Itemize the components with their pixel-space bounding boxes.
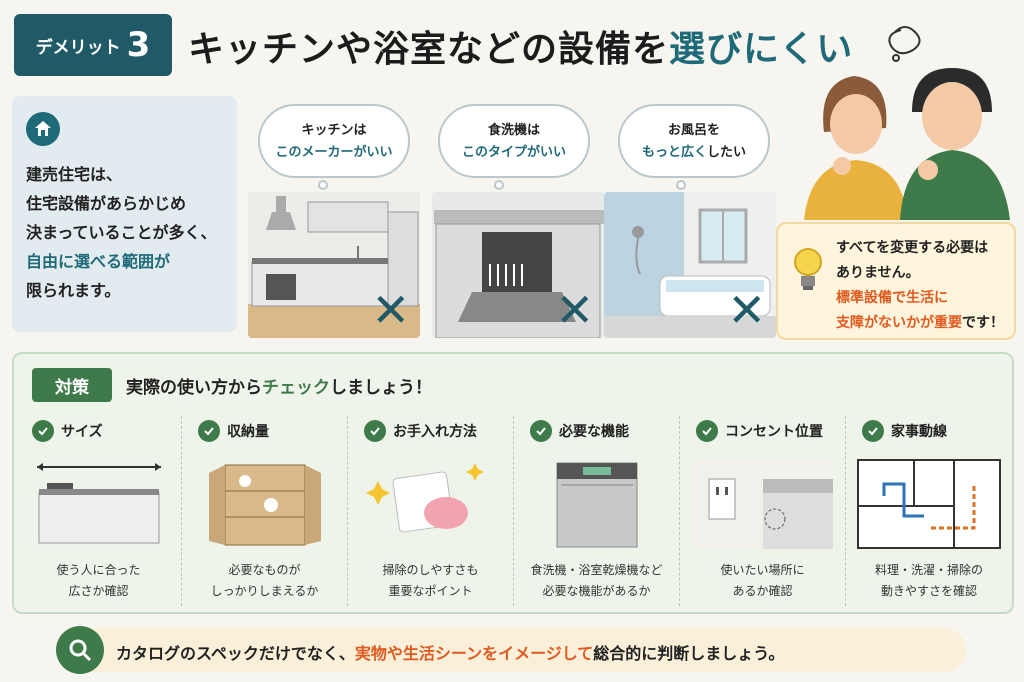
check-item-label: 収納量 xyxy=(227,424,269,440)
intro-line: 建売住宅は、 xyxy=(26,165,123,184)
tip-line: すべてを変更する必要は xyxy=(836,240,989,256)
intro-line: 住宅設備があらかじめ xyxy=(26,194,187,213)
wish-bubble-kitchen: キッチンは このメーカーがいい xyxy=(258,104,410,178)
wish-bubble-bath: お風呂を もっと広くしたい xyxy=(618,104,770,178)
checklist-title-part: しましょう！ xyxy=(330,378,432,398)
home-icon xyxy=(26,112,60,146)
check-item-desc: 食洗機・浴室乾燥機など xyxy=(530,563,663,577)
check-item-desc: しっかりしまえるか xyxy=(210,584,319,598)
wish-line-highlight: もっと広く xyxy=(641,145,707,160)
check-item-storage: 収納量 必要なものがしっかりしまえるか xyxy=(182,416,348,606)
check-item-label: サイズ xyxy=(61,424,103,440)
check-item-functions: 必要な機能 食洗機・浴室乾燥機など必要な機能があるか xyxy=(514,416,680,606)
tip-line-highlight: 支障がないかが重要 xyxy=(836,315,962,331)
checklist-section: 対策 実際の使い方からチェックしましょう！ サイズ 使う人に合った広さか確認 収… xyxy=(12,352,1014,614)
conclusion-part: 総合的に判断しましょう。 xyxy=(593,644,785,663)
check-item-label: 家事動線 xyxy=(891,424,947,440)
check-item-label: お手入れ方法 xyxy=(393,424,477,440)
conclusion-highlight: 実物や生活シーンをイメージして xyxy=(354,644,594,663)
countermeasure-tag: 対策 xyxy=(32,368,112,402)
intro-line-highlight: 自由に選べる範囲が xyxy=(26,252,171,271)
tip-line: です！ xyxy=(962,315,1004,331)
check-item-desc: 掃除のしやすさも xyxy=(382,563,479,577)
check-icon xyxy=(364,420,386,442)
cleaning-illustration xyxy=(348,454,513,554)
conclusion-text: カタログのスペックだけでなく、実物や生活シーンをイメージして総合的に判断しましょ… xyxy=(116,640,784,664)
wish-line: お風呂を xyxy=(667,123,720,138)
check-item-desc: 使う人に合った xyxy=(56,563,141,577)
check-item-desc: 必要なものが xyxy=(228,563,301,577)
title-main: キッチンや浴室などの設備を xyxy=(188,29,670,70)
bubble-tail xyxy=(676,180,686,190)
check-item-maintenance: お手入れ方法 掃除のしやすさも重要なポイント xyxy=(348,416,514,606)
tip-line-highlight: 標準設備で生活に xyxy=(836,290,948,306)
search-icon xyxy=(56,626,104,674)
check-item-desc: 重要なポイント xyxy=(388,584,473,598)
storage-illustration xyxy=(182,454,347,554)
check-icon xyxy=(32,420,54,442)
checklist-title-part: 実際の使い方から xyxy=(126,378,262,398)
wish-bubble-dishwasher: 食洗機は このタイプがいい xyxy=(438,104,590,178)
check-icon xyxy=(530,420,552,442)
check-item-desc: 広さか確認 xyxy=(68,584,129,598)
checklist-title: 実際の使い方からチェックしましょう！ xyxy=(126,373,432,398)
check-item-flow: 家事動線 料理・洗濯・掃除の動きやすさを確認 xyxy=(846,416,1012,606)
wish-line: キッチンは xyxy=(301,123,367,138)
title-highlight: 選びにくい xyxy=(669,29,854,70)
bubble-tail xyxy=(494,180,504,190)
conclusion-bar xyxy=(60,628,966,672)
outlet-illustration xyxy=(680,454,845,554)
check-icon xyxy=(696,420,718,442)
intro-box: 建売住宅は、 住宅設備があらかじめ 決まっていることが多く、 自由に選べる範囲が… xyxy=(12,96,237,332)
check-item-desc: 動きやすさを確認 xyxy=(880,584,977,598)
check-item-desc: 使いたい場所に xyxy=(720,563,805,577)
lightbulb-icon xyxy=(790,246,826,303)
floorplan-illustration xyxy=(846,454,1012,554)
check-icon xyxy=(862,420,884,442)
check-item-desc: 必要な機能があるか xyxy=(542,584,651,598)
demerit-badge: デメリット 3 xyxy=(14,14,172,76)
check-item-outlet: コンセント位置 使いたい場所にあるか確認 xyxy=(680,416,846,606)
dishwasher-illustration-small xyxy=(514,454,679,554)
intro-text: 建売住宅は、 住宅設備があらかじめ 決まっていることが多く、 自由に選べる範囲が… xyxy=(26,160,223,305)
wish-line-highlight: このメーカーがいい xyxy=(275,145,393,160)
x-mark: ✕ xyxy=(555,283,594,337)
check-item-label: 必要な機能 xyxy=(559,424,629,440)
check-icon xyxy=(198,420,220,442)
check-item-label: コンセント位置 xyxy=(725,424,823,440)
wish-line: したい xyxy=(707,145,747,160)
intro-line: 限られます。 xyxy=(26,281,121,300)
badge-number: 3 xyxy=(126,25,151,65)
checklist-title-highlight: チェック xyxy=(262,378,330,398)
bubble-tail xyxy=(318,180,328,190)
tip-line: ありません。 xyxy=(836,265,920,281)
conclusion-part: カタログのスペックだけでなく、 xyxy=(116,644,355,663)
bathroom-illustration: ✕ xyxy=(604,192,776,338)
x-mark: ✕ xyxy=(371,283,410,337)
tip-box: すべてを変更する必要は ありません。 標準設備で生活に 支障がないかが重要です！ xyxy=(776,222,1016,340)
intro-line: 決まっていることが多く、 xyxy=(26,223,217,242)
check-item-size: サイズ 使う人に合った広さか確認 xyxy=(16,416,182,606)
wish-line: 食洗機は xyxy=(487,123,540,138)
badge-text: デメリット xyxy=(35,37,121,58)
page-title: キッチンや浴室などの設備を選びにくい xyxy=(188,20,853,72)
x-mark: ✕ xyxy=(727,283,766,337)
worried-couple-illustration xyxy=(800,20,1022,220)
dishwasher-illustration: ✕ xyxy=(432,192,604,338)
size-illustration xyxy=(16,454,181,554)
wish-line-highlight: このタイプがいい xyxy=(461,145,566,160)
kitchen-illustration: ✕ xyxy=(248,192,420,338)
check-item-desc: 料理・洗濯・掃除の xyxy=(874,563,983,577)
check-item-desc: あるか確認 xyxy=(732,584,793,598)
